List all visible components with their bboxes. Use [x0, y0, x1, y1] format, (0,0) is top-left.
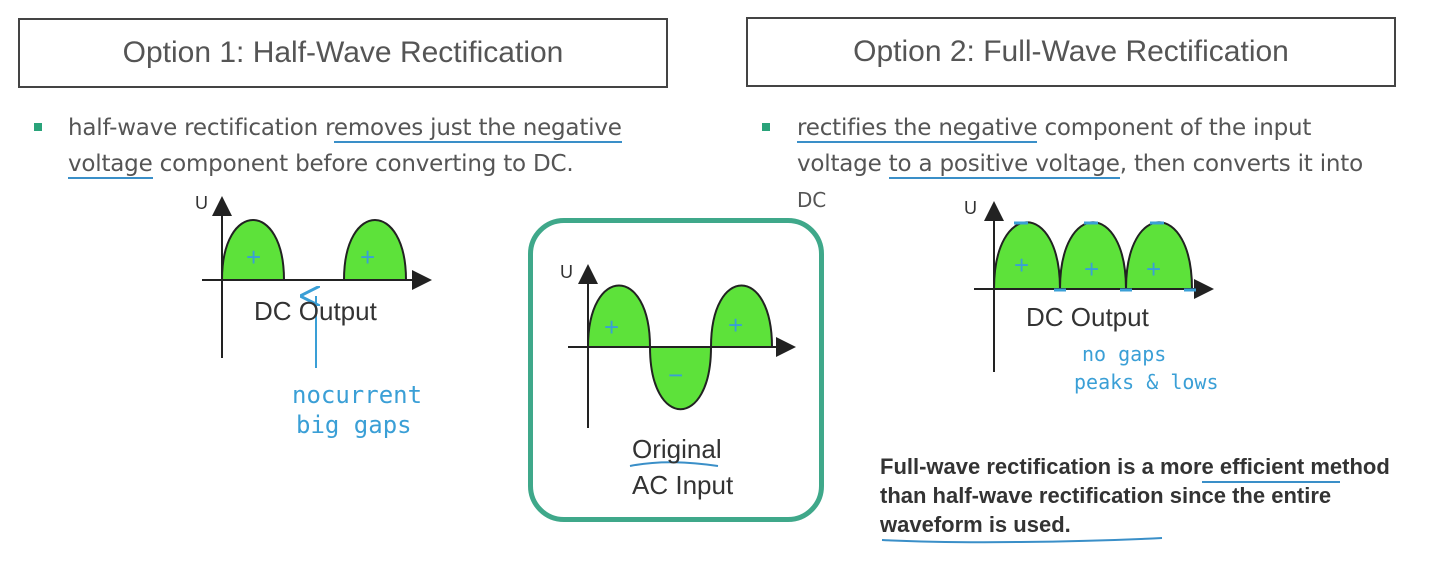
full-wave-sign-2: + — [1084, 254, 1100, 284]
half-wave-hump-2 — [342, 219, 408, 281]
half-wave-note: nocurrent big gaps — [292, 380, 422, 440]
summary-underline-waveform — [881, 537, 1163, 544]
option1-underlined-voltage: voltage — [68, 151, 153, 179]
full-wave-hump-1 — [992, 221, 1062, 290]
half-wave-note-line1: nocurrent — [292, 381, 423, 409]
ac-input-graph — [568, 264, 796, 428]
summary-part3: method than half-wave rectification sinc… — [880, 454, 1390, 508]
option2-bullet-marker — [762, 123, 770, 131]
ac-positive-hump-2 — [709, 284, 774, 348]
option1-underlined-segment: emoves just the negative — [333, 115, 622, 143]
option2-bullet-line2: voltage to a positive voltage, then conv… — [797, 146, 1363, 182]
full-wave-note-line2: peaks & lows — [1074, 370, 1219, 394]
ac-negative-hump — [648, 346, 713, 411]
summary-part2: more efficient — [1159, 454, 1305, 479]
half-wave-sign-2: + — [360, 242, 376, 272]
full-wave-sign-1: + — [1014, 250, 1030, 280]
ac-axis-u: U — [560, 262, 573, 282]
option2-bullet-line3: DC — [797, 188, 826, 212]
option1-bullet-line2: voltage component before converting to D… — [68, 146, 574, 182]
full-wave-axis-u: U — [964, 198, 977, 218]
ac-sign-2: − — [668, 360, 684, 390]
option1-text-segment: half-wave rectification r — [68, 115, 334, 141]
option2-text-segment: , then converts it into — [1119, 151, 1363, 177]
option1-text-segment: component before converting to DC. — [152, 151, 574, 177]
summary-part4: entire waveform is used — [880, 483, 1332, 537]
half-wave-sign-1: + — [246, 242, 262, 272]
half-wave-output-label: DC Output — [254, 296, 377, 326]
full-wave-graph — [974, 201, 1214, 372]
ac-label-input: AC Input — [632, 470, 734, 500]
full-wave-note: no gaps peaks & lows — [1074, 340, 1219, 396]
ac-sign-3: + — [728, 310, 744, 340]
option2-underlined-segment: to a positive voltage — [888, 151, 1120, 179]
ac-positive-hump-1 — [586, 284, 652, 348]
half-wave-hump-1 — [220, 219, 286, 281]
ac-input-box — [528, 218, 824, 522]
half-wave-note-line2: big gaps — [296, 411, 412, 439]
option2-text-segment: voltage — [797, 151, 889, 177]
half-wave-axis-u: U — [195, 193, 208, 213]
option1-bullet-marker — [34, 123, 42, 131]
option1-title-box: Option 1: Half-Wave Rectification — [18, 18, 668, 88]
half-wave-graph — [202, 196, 432, 368]
option2-title: Option 2: Full-Wave Rectification — [853, 35, 1289, 68]
full-wave-output-label: DC Output — [1026, 302, 1149, 332]
option2-text-segment: component of the input — [1037, 115, 1312, 141]
ac-label-original: Original — [632, 434, 722, 464]
summary-part1: Full-wave rectification is a — [880, 454, 1160, 479]
option2-underlined-segment: rectifies the negative — [797, 115, 1038, 143]
option2-title-box: Option 2: Full-Wave Rectification — [746, 17, 1396, 87]
full-wave-sign-3: + — [1146, 254, 1162, 284]
option1-bullet-line1: half-wave rectification removes just the… — [68, 110, 622, 146]
full-wave-note-line1: no gaps — [1082, 342, 1167, 366]
summary-text: Full-wave rectification is a more effici… — [880, 452, 1430, 539]
option1-title: Option 1: Half-Wave Rectification — [122, 36, 564, 69]
ac-sign-1: + — [604, 312, 620, 342]
original-underline — [629, 461, 719, 467]
option2-bullet-line1: rectifies the negative component of the … — [797, 110, 1311, 146]
summary-part5: . — [1064, 512, 1071, 537]
